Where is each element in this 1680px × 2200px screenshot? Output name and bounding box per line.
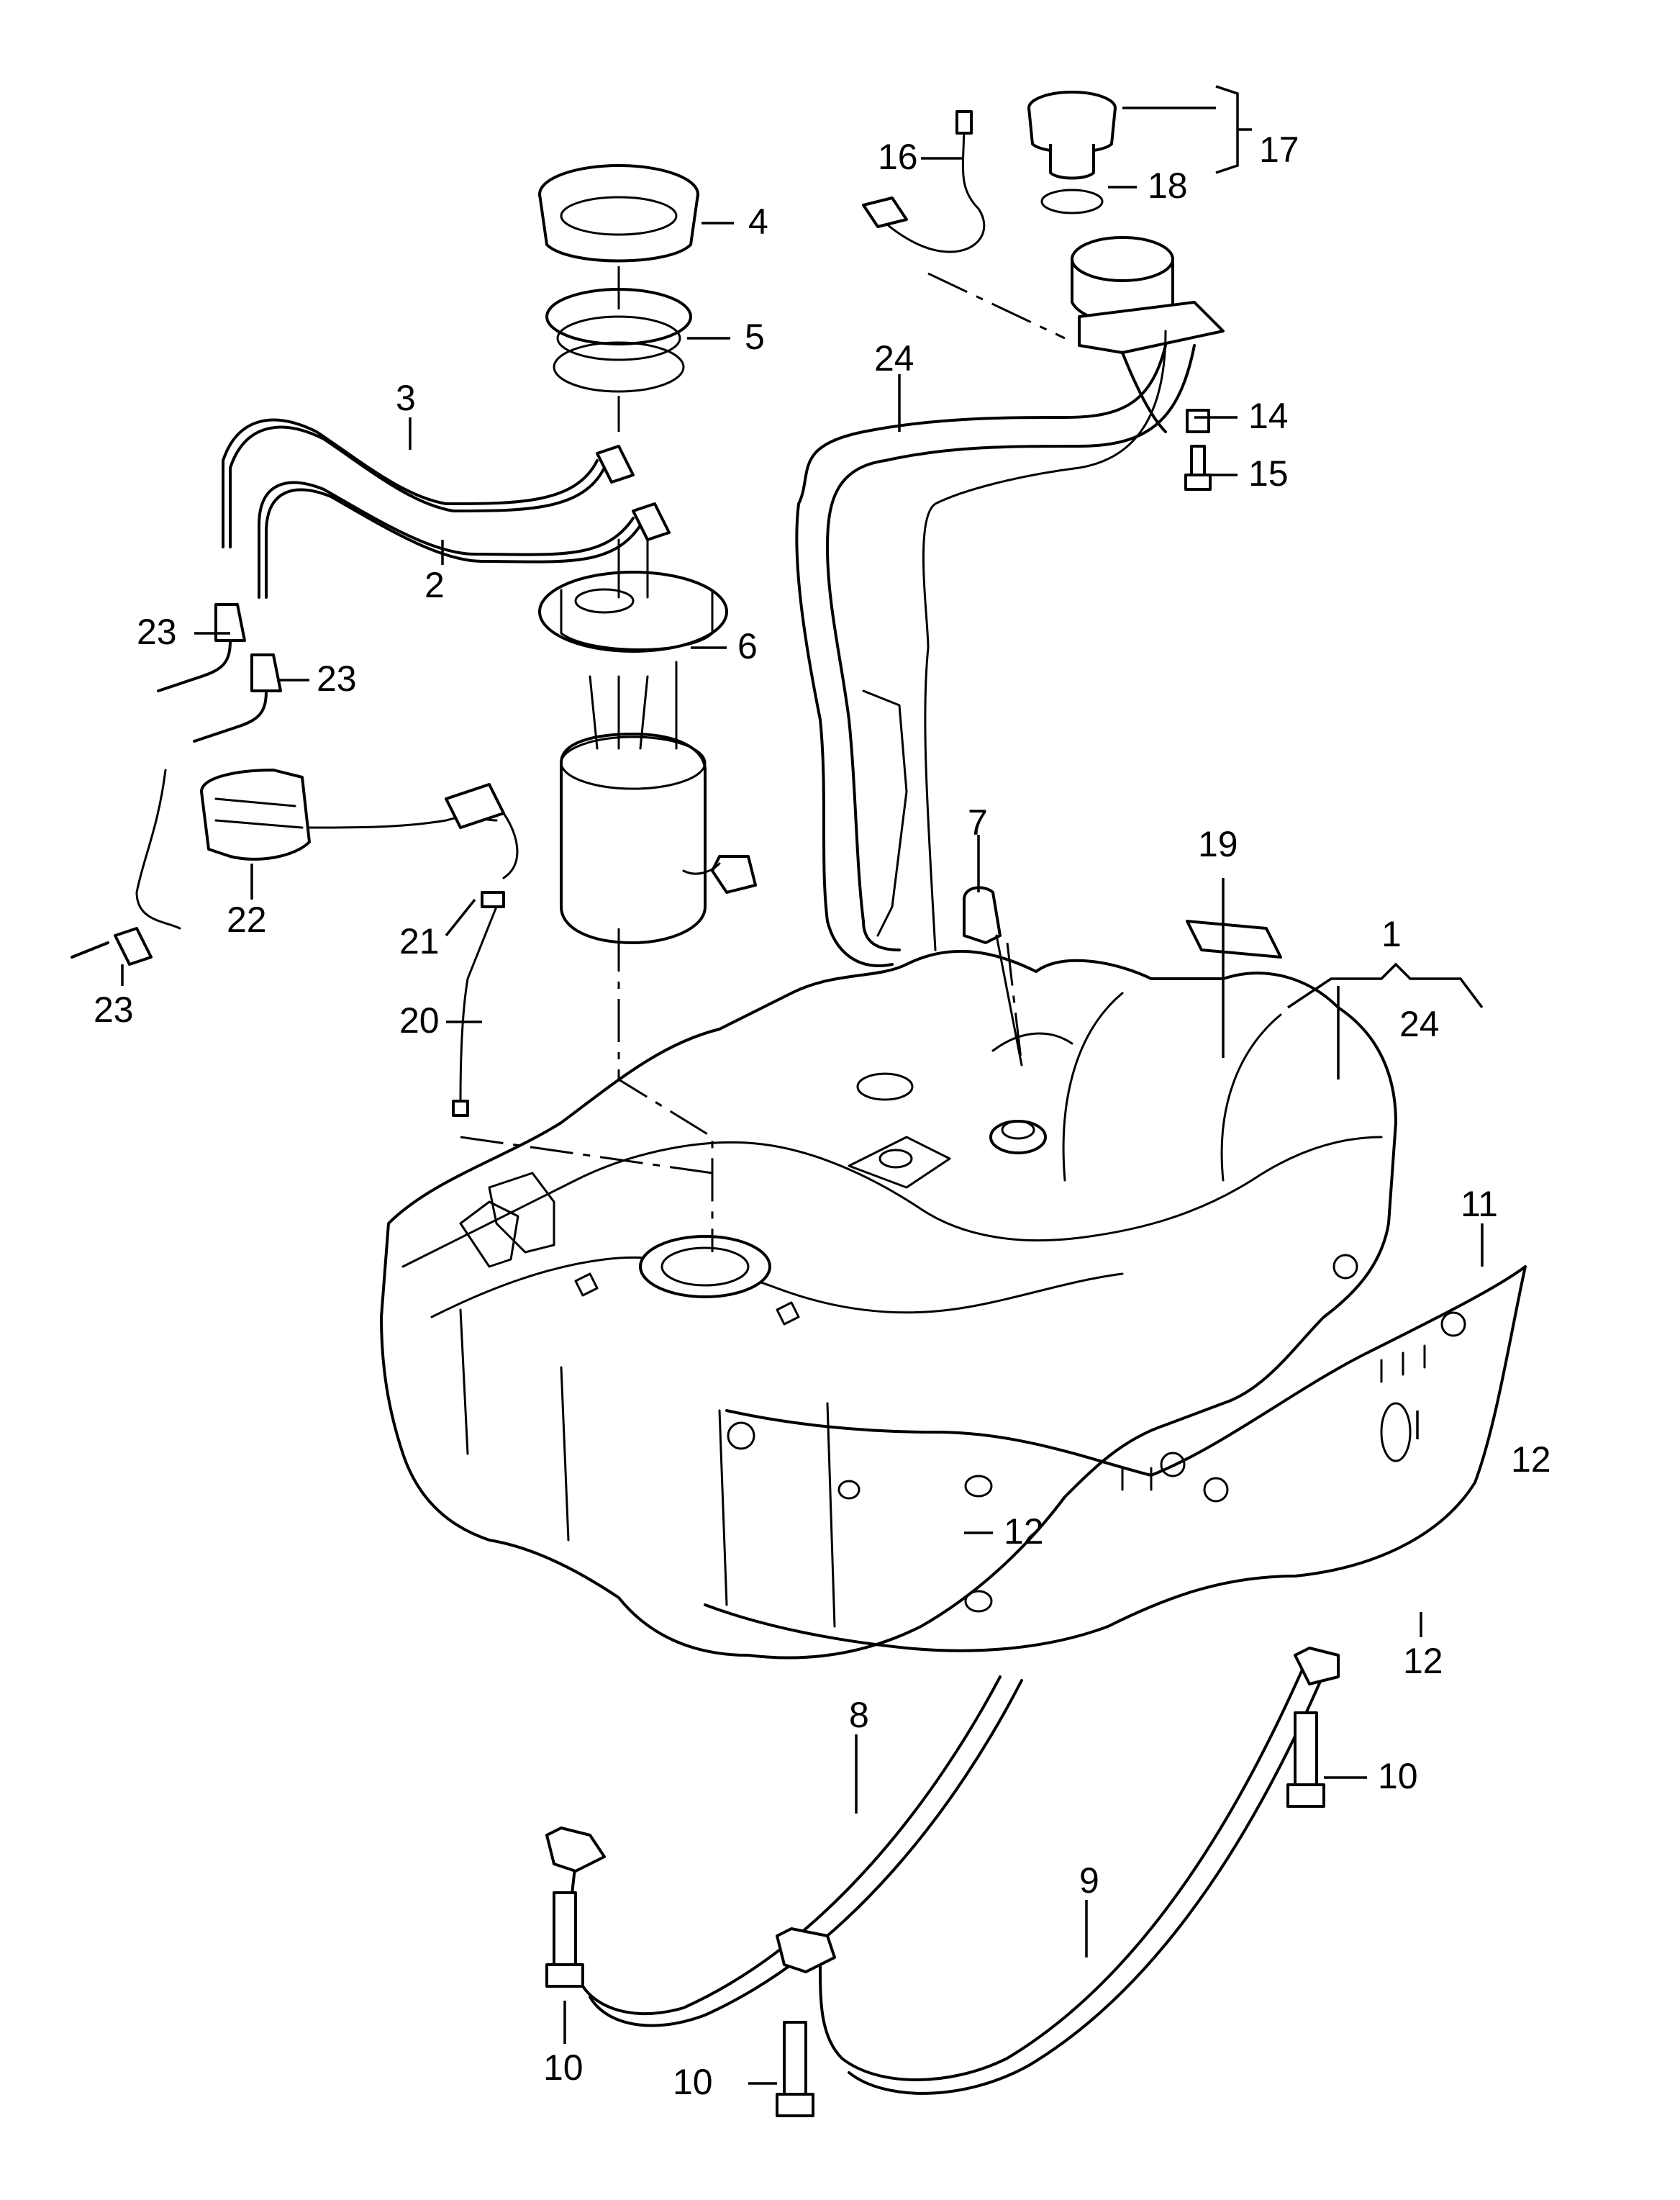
quick-connectors: [71, 603, 282, 966]
callout-23a: 23: [137, 612, 177, 652]
callout-8: 8: [849, 1695, 869, 1735]
callout-17: 17: [1259, 130, 1299, 170]
callout-24a: 24: [874, 338, 914, 379]
callout-1: 1: [1381, 914, 1402, 954]
callout-20: 20: [399, 1000, 440, 1041]
leader-lines: [121, 85, 1484, 2085]
callout-12c: 12: [1403, 1641, 1443, 1681]
wire-harness-16: [862, 110, 986, 253]
vent-valve-7: [963, 886, 1023, 1067]
callout-9: 9: [1079, 1860, 1099, 1901]
callout-10c: 10: [673, 2062, 713, 2102]
callout-19: 19: [1198, 824, 1238, 864]
callout-6: 6: [737, 626, 758, 666]
strap-bolts: [545, 1711, 1325, 2117]
callout-10a: 10: [1378, 1756, 1418, 1796]
callout-labels: 1 2 3 4 5 6 7 8 9 10 10 10 11 12 12 12 1…: [94, 130, 1551, 2102]
callout-22: 22: [227, 900, 267, 940]
tank-strap-8: [545, 1675, 1023, 2027]
callout-12a: 12: [1511, 1439, 1551, 1480]
callout-21: 21: [399, 921, 440, 961]
callout-7: 7: [968, 802, 988, 843]
callout-15: 15: [1248, 453, 1289, 494]
callout-23c: 23: [94, 990, 134, 1030]
callout-10b: 10: [543, 2047, 584, 2088]
callout-3: 3: [396, 378, 416, 418]
callout-14: 14: [1248, 396, 1289, 436]
callout-2: 2: [424, 565, 445, 605]
fuel-pump-assembly: [538, 164, 757, 944]
callout-18: 18: [1148, 166, 1188, 206]
callout-11: 11: [1461, 1184, 1498, 1224]
fuel-cap-assembly: [1027, 91, 1117, 214]
callout-5: 5: [745, 317, 765, 357]
callout-23b: 23: [317, 658, 357, 699]
filler-neck: [795, 236, 1225, 967]
alignment-lines: [460, 266, 1066, 1252]
tank-strap-9: [776, 1647, 1340, 2095]
callout-4: 4: [748, 202, 768, 242]
callout-16: 16: [878, 137, 918, 177]
fuel-lines: [222, 418, 671, 599]
fuel-tank: [380, 949, 1397, 1660]
heat-shield: [704, 1254, 1527, 1652]
callout-24b: 24: [1399, 1004, 1440, 1044]
evap-canister-assembly: [135, 769, 519, 1117]
label-19: [1186, 920, 1282, 959]
callout-12b: 12: [1004, 1511, 1044, 1552]
grommet-and-screw: [1184, 409, 1212, 491]
